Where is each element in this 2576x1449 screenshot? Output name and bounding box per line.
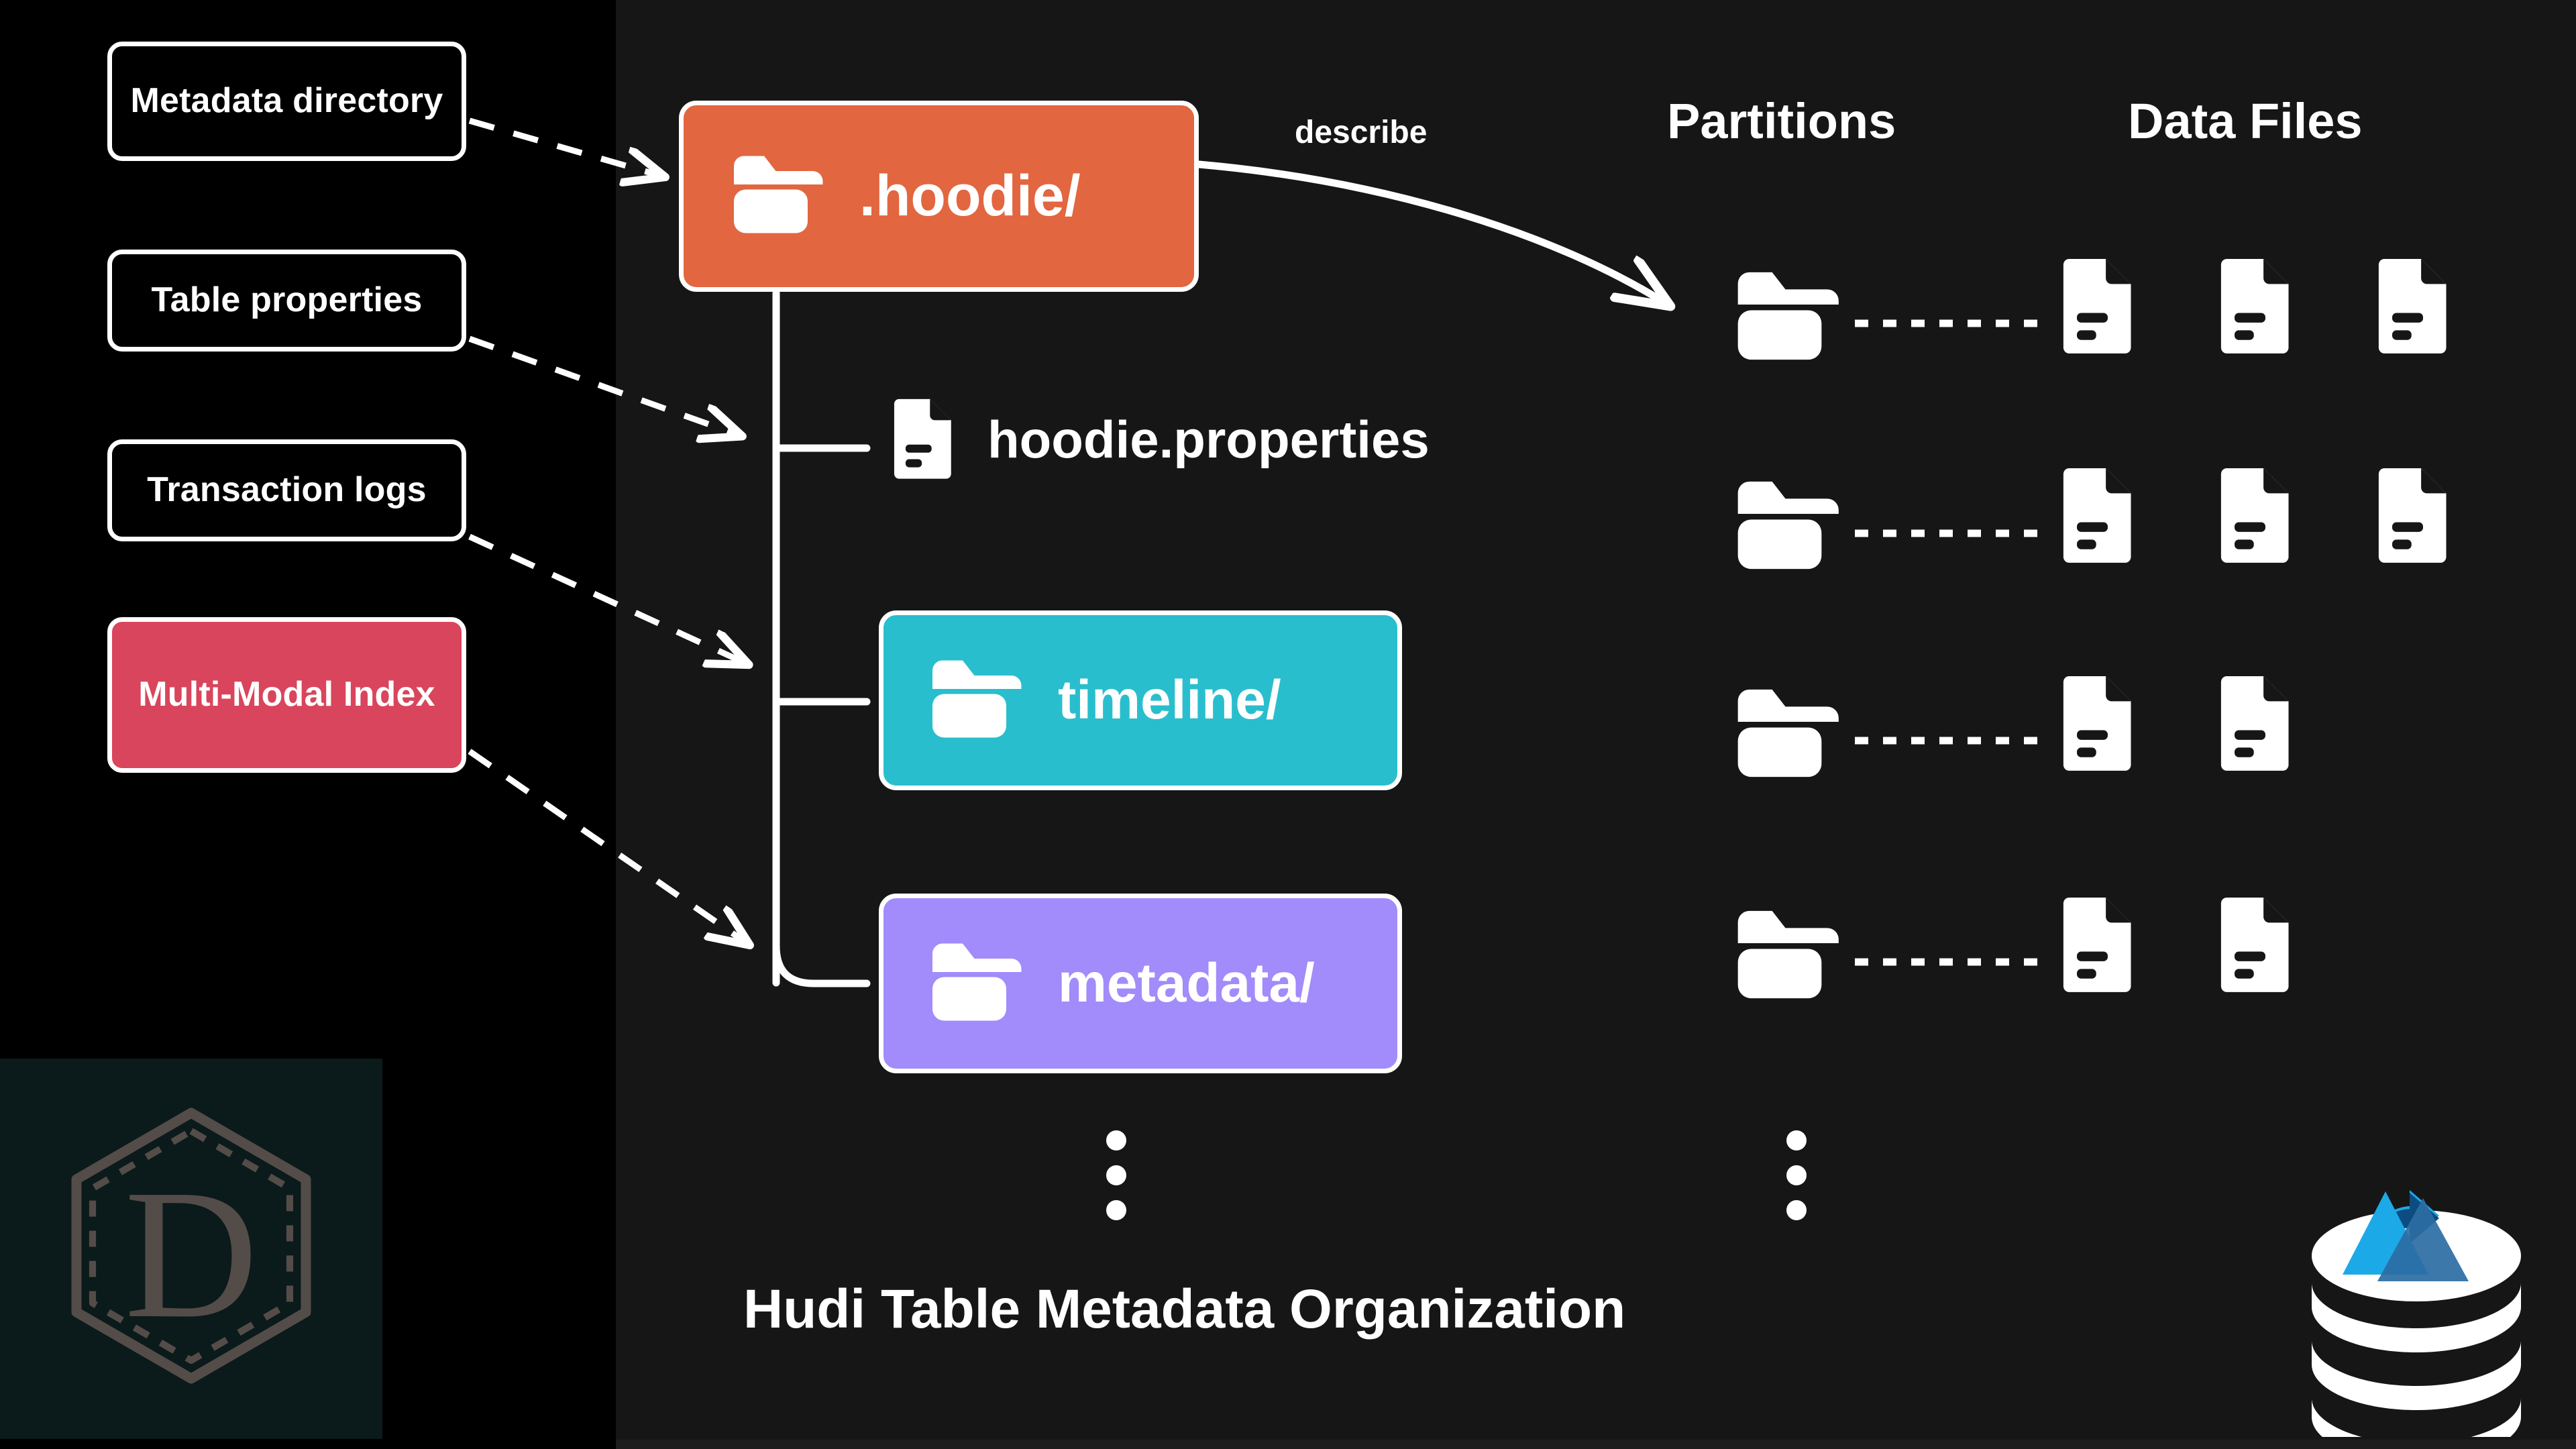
file-icon[interactable]	[2377, 255, 2454, 359]
file-icon[interactable]	[2061, 672, 2139, 776]
apache-hudi-logo	[2289, 1155, 2544, 1449]
file-icon[interactable]	[2061, 464, 2139, 568]
diagram-title: Hudi Table Metadata Organization	[743, 1279, 1626, 1340]
legend-box-transaction-logs[interactable]: Transaction logs	[107, 439, 466, 541]
legend-box-metadata-directory[interactable]: Metadata directory	[107, 42, 466, 161]
folder-icon[interactable]	[1734, 907, 1848, 1006]
node-label: .hoodie/	[859, 164, 1081, 228]
file-icon[interactable]	[2061, 255, 2139, 359]
partitions-header: Partitions	[1667, 93, 1896, 149]
partitions-more-ellipsis-icon	[1786, 1130, 1807, 1220]
folder-icon	[929, 940, 1030, 1028]
file-icon[interactable]	[2219, 255, 2296, 359]
brand-badge: D	[0, 1059, 382, 1439]
file-icon	[892, 396, 958, 484]
brand-letter: D	[124, 1151, 258, 1356]
legend-box-label: Metadata directory	[130, 81, 443, 121]
node-label: hoodie.properties	[987, 409, 1430, 469]
legend-box-label: Multi-Modal Index	[138, 675, 435, 714]
bottom-strip	[616, 1440, 2576, 1449]
file-icon[interactable]	[2219, 464, 2296, 568]
folder-icon[interactable]	[1734, 686, 1848, 784]
node-hoodie-properties[interactable]: hoodie.properties	[892, 389, 1496, 490]
legend-box-label: Table properties	[151, 280, 423, 320]
node-hoodie-dir[interactable]: .hoodie/	[679, 101, 1199, 292]
hexagon-badge-icon: D	[71, 1108, 311, 1384]
node-timeline-dir[interactable]: timeline/	[879, 610, 1402, 790]
folder-icon[interactable]	[1734, 268, 1848, 367]
folder-icon	[929, 657, 1030, 745]
tree-more-ellipsis-icon	[1106, 1130, 1126, 1220]
legend-box-multi-modal-index[interactable]: Multi-Modal Index	[107, 617, 466, 773]
node-label: timeline/	[1058, 669, 1281, 731]
folder-icon	[731, 152, 831, 240]
node-label: metadata/	[1058, 953, 1315, 1014]
node-metadata-dir[interactable]: metadata/	[879, 894, 1402, 1073]
file-icon[interactable]	[2377, 464, 2454, 568]
file-icon[interactable]	[2219, 894, 2296, 998]
mountain-triangles-icon	[2343, 1191, 2469, 1281]
legend-box-table-properties[interactable]: Table properties	[107, 250, 466, 352]
file-icon[interactable]	[2061, 894, 2139, 998]
file-icon[interactable]	[2219, 672, 2296, 776]
legend-box-label: Transaction logs	[147, 470, 427, 510]
folder-icon[interactable]	[1734, 478, 1848, 576]
data-files-header: Data Files	[2128, 93, 2363, 149]
describe-label: describe	[1295, 115, 1428, 150]
